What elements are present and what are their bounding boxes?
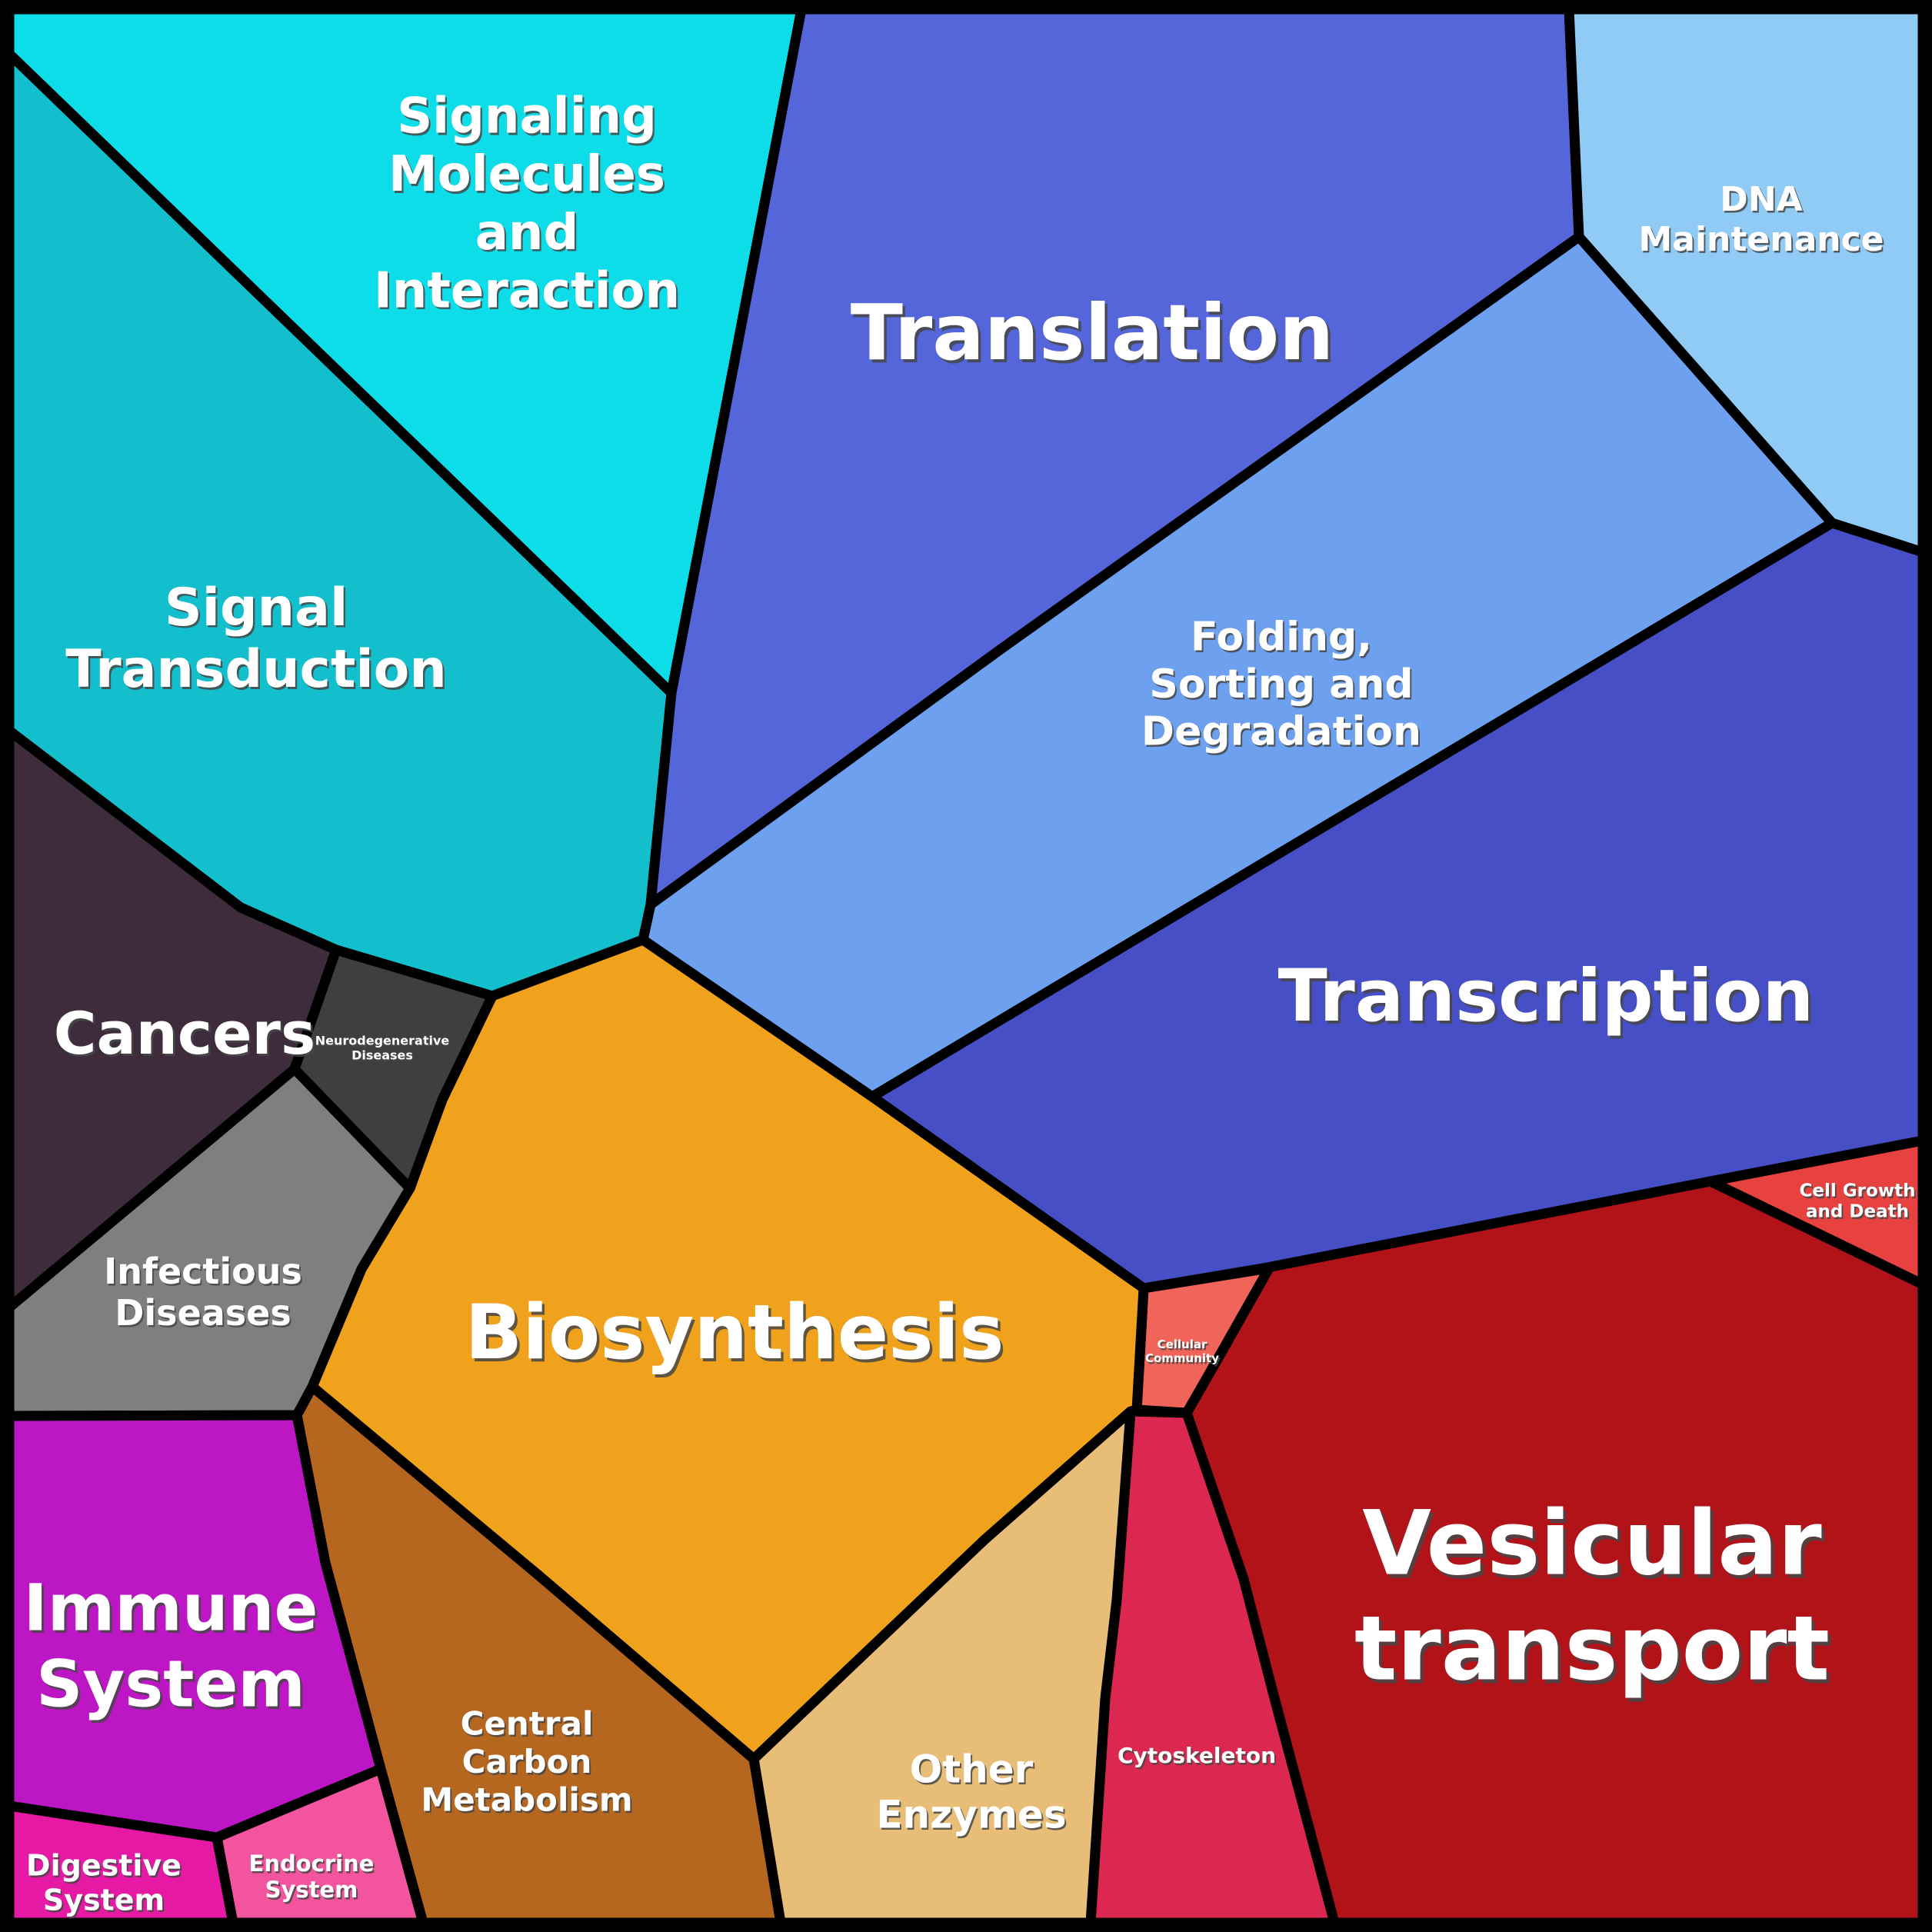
cells-layer	[4, 4, 1928, 1928]
cell-endocrine-system[interactable]	[212, 1764, 428, 1928]
cell-label-transcription: Transcription	[1278, 954, 1814, 1038]
cell-label-translation: Translation	[851, 288, 1334, 378]
cell-label-transcription: Transcription	[1281, 957, 1817, 1041]
cell-label-translation: Translation	[853, 291, 1336, 381]
cell-label-biosynthesis: Biosynthesis	[468, 1292, 1007, 1380]
cell-label-cancers: Cancers	[55, 1001, 317, 1070]
cell-neurodegenerative-diseases[interactable]	[289, 944, 498, 1194]
cell-label-cytoskeleton: Cytoskeleton	[1119, 1744, 1277, 1770]
cell-label-cancers: Cancers	[54, 999, 315, 1068]
cell-label-biosynthesis: Biosynthesis	[465, 1289, 1004, 1377]
cell-label-cytoskeleton: Cytoskeleton	[1118, 1743, 1276, 1768]
